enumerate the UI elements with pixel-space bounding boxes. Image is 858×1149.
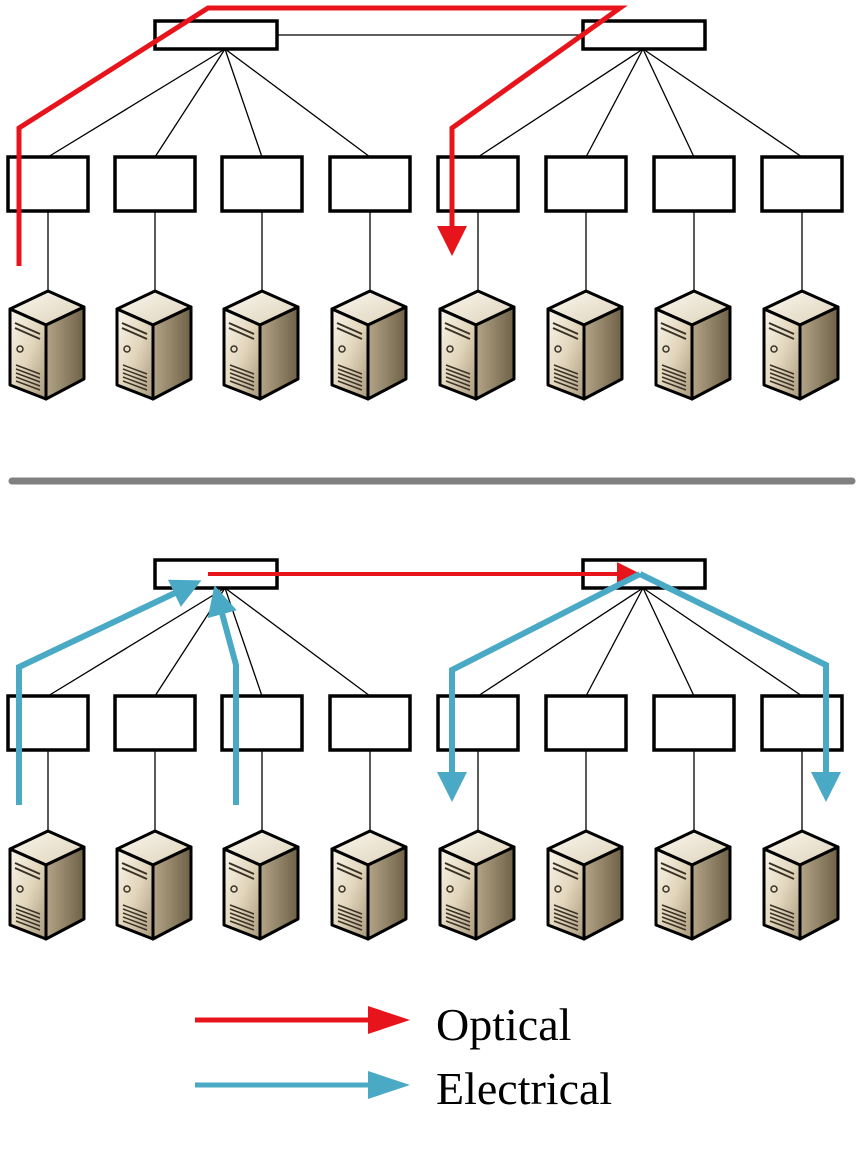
uplink: [642, 48, 803, 158]
uplink: [224, 587, 371, 697]
server-tower-icon: [222, 829, 300, 941]
access-switch: [544, 155, 628, 213]
access-switch: [328, 694, 412, 752]
server-tower-icon: [8, 829, 86, 941]
bottom-panel: [6, 558, 844, 941]
legend-electrical-arrowhead: [368, 1071, 410, 1099]
server-tower-icon: [654, 829, 732, 941]
access-switch: [544, 694, 628, 752]
legend-optical-arrowhead: [368, 1006, 410, 1034]
electrical-path-3: [437, 571, 642, 802]
electrical-path-4: [638, 571, 841, 802]
uplink: [224, 48, 371, 158]
uplink: [154, 587, 226, 697]
server-tower-icon: [222, 289, 300, 401]
server-tower-icon: [115, 289, 193, 401]
server-tower-icon: [8, 289, 86, 401]
access-switch: [113, 155, 197, 213]
optical-path-top: [16, 5, 628, 266]
legend-optical-label: Optical: [436, 999, 571, 1050]
uplink: [224, 48, 263, 158]
server-tower-icon: [546, 829, 624, 941]
core-switch: [581, 19, 707, 51]
electrical-path-2: [207, 585, 239, 805]
access-switch: [220, 155, 304, 213]
uplink: [642, 587, 695, 697]
uplink: [642, 48, 695, 158]
top-panel: [6, 19, 844, 401]
uplink: [585, 587, 644, 697]
server-tower-icon: [654, 289, 732, 401]
server-tower-icon: [546, 289, 624, 401]
uplink: [642, 587, 803, 697]
legend-electrical-label: Electrical: [436, 1063, 612, 1114]
access-switch: [113, 694, 197, 752]
server-tower-icon: [438, 829, 516, 941]
uplink: [477, 587, 644, 697]
server-tower-icon: [438, 289, 516, 401]
uplink: [47, 48, 226, 158]
access-switch: [652, 694, 736, 752]
electrical-path-1: [16, 579, 202, 805]
access-switch: [760, 694, 844, 752]
server-tower-icon: [115, 829, 193, 941]
uplink: [477, 48, 644, 158]
uplink: [585, 48, 644, 158]
core-switch: [153, 19, 279, 51]
legend: Optical Electrical: [195, 999, 612, 1114]
server-tower-icon: [762, 289, 840, 401]
access-switch: [760, 155, 844, 213]
access-switch: [328, 155, 412, 213]
server-tower-icon: [762, 829, 840, 941]
access-switch: [652, 155, 736, 213]
server-tower-icon: [330, 829, 408, 941]
uplink: [154, 48, 226, 158]
server-tower-icon: [330, 289, 408, 401]
